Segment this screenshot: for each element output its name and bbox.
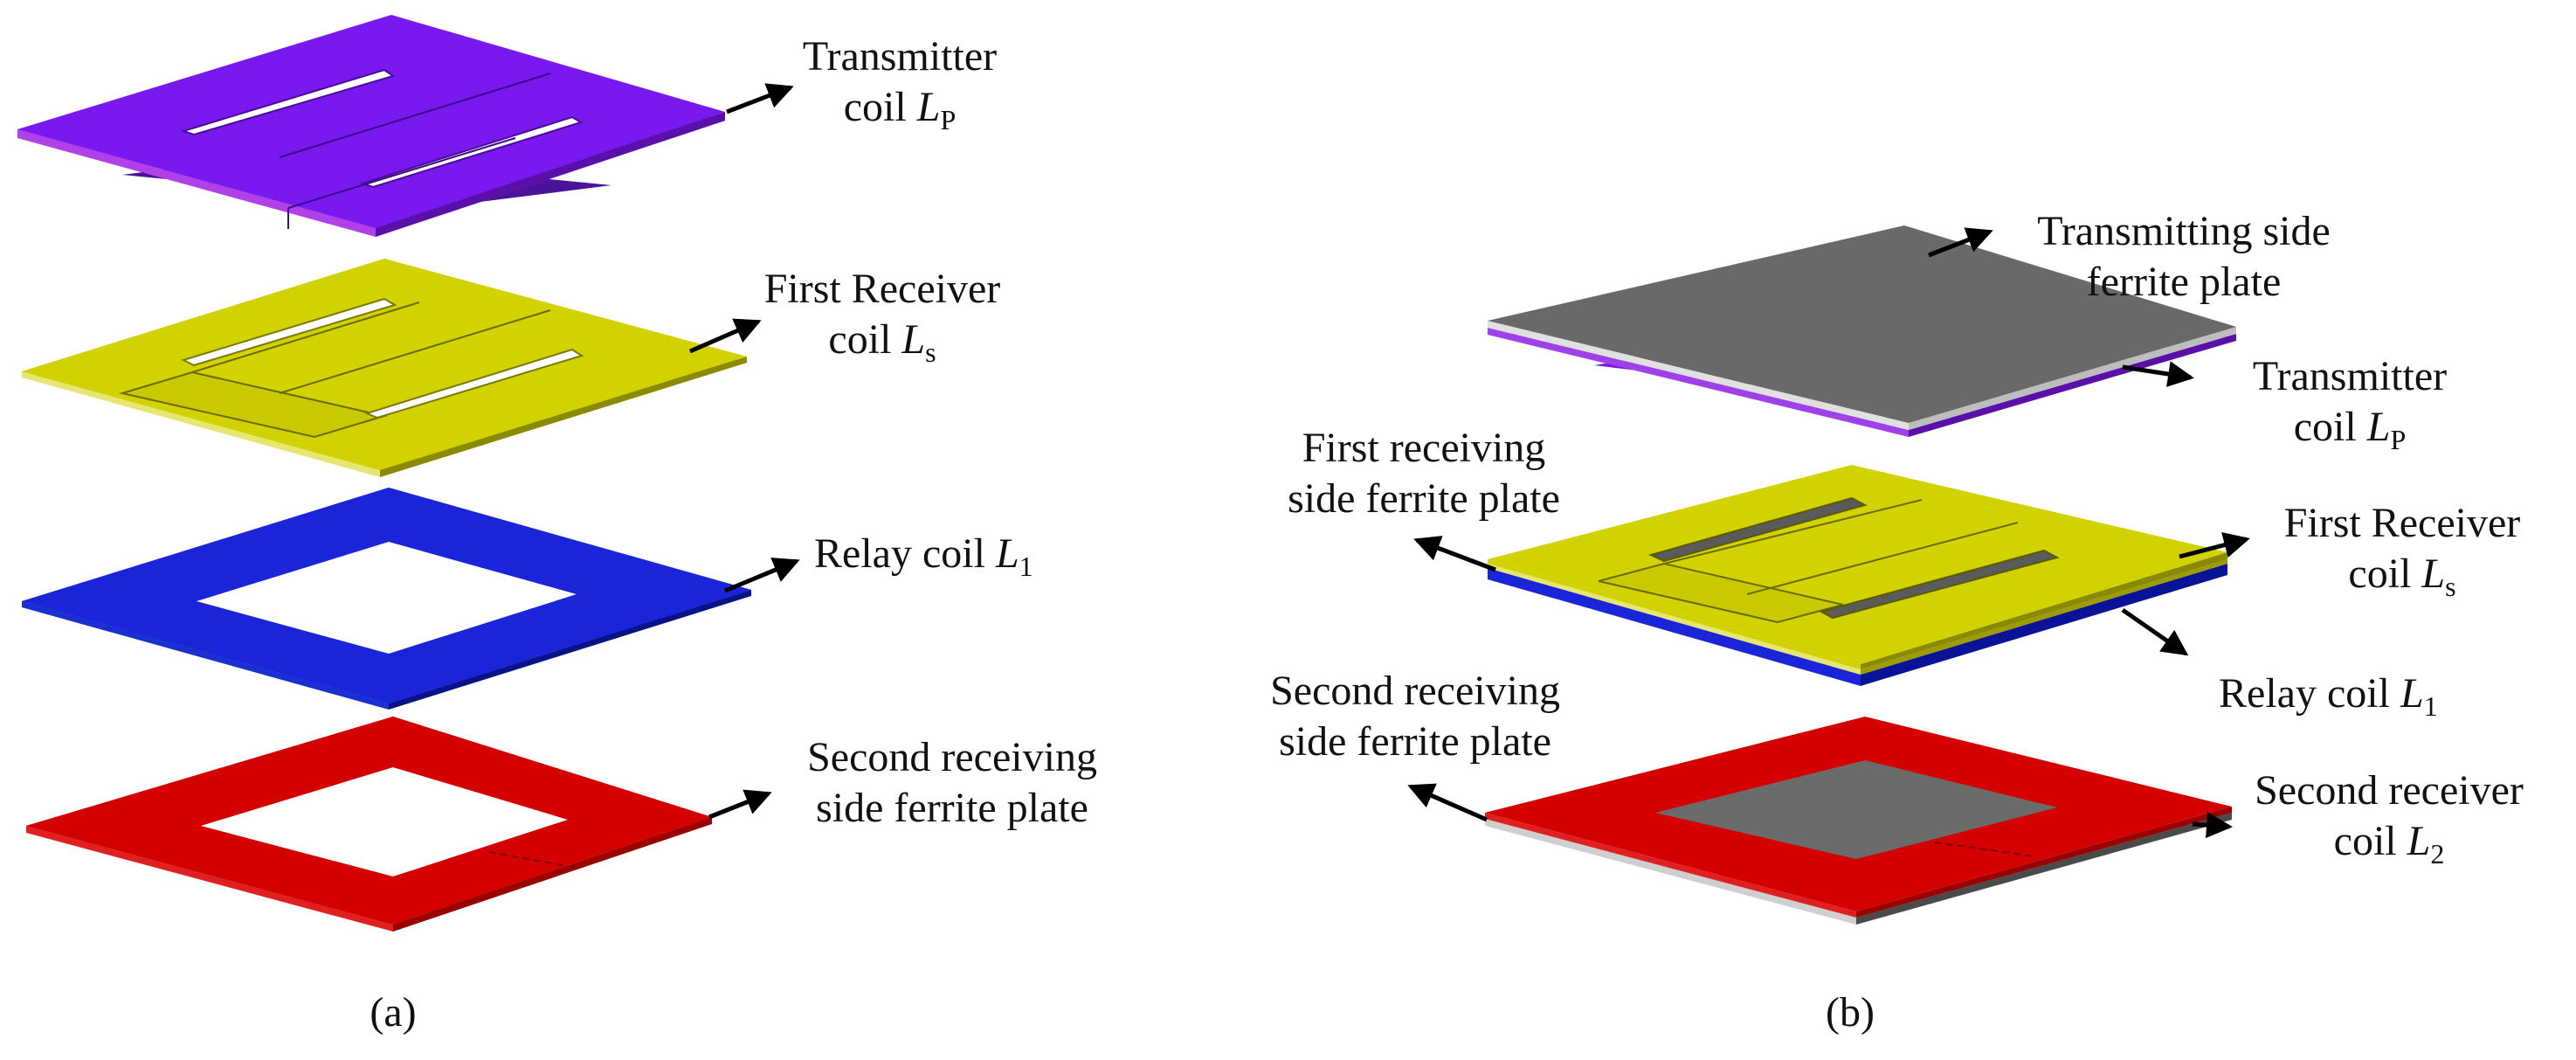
label-line-2: side ferrite plate (1288, 475, 1560, 522)
transmitter-assembly-b (1488, 225, 2236, 437)
label-symbol: L (2421, 551, 2446, 597)
label-symbol: L (2407, 818, 2431, 864)
label-transmitter-coil-a: Transmitter coil LP (769, 31, 1031, 145)
label-symbol: L (2400, 670, 2424, 717)
label-second-ferrite-plate-b: Second receiving side ferrite plate (1227, 666, 1603, 767)
label-subscript: s (925, 336, 936, 368)
label-line-2: ferrite plate (2086, 259, 2282, 305)
label-symbol: L (901, 316, 926, 363)
label-word: coil (2293, 404, 2357, 450)
label-symbol: L (995, 530, 1019, 577)
label-second-receiver-coil-b: Second receiver coil L2 (2210, 766, 2568, 879)
label-line-2: coil L2 (2210, 816, 2568, 879)
label-first-ferrite-plate-b: First receiving side ferrite plate (1240, 423, 1607, 524)
label-word: Relay coil (814, 530, 985, 577)
label-first-receiver-coil-a: First Receiver coil Ls (742, 264, 1022, 378)
label-line-1: Transmitter (2252, 353, 2448, 399)
label-word: coil (2348, 551, 2412, 597)
panel-b-caption: (b) (1826, 989, 1875, 1036)
label-line-2: coil LP (2219, 402, 2481, 465)
label-first-receiver-coil-b: First Receiver coil Ls (2245, 498, 2559, 612)
first-receiver-coil-a (22, 259, 747, 477)
panel-b (1407, 225, 2250, 925)
label-subscript: 1 (2423, 690, 2438, 722)
label-word: coil (2333, 818, 2397, 864)
relay-coil-a (22, 488, 751, 710)
panel-a-caption: (a) (369, 989, 417, 1036)
label-word: Relay coil (2219, 670, 2390, 717)
transmitter-coil-a (17, 15, 725, 237)
second-receiver-assembly-b (1485, 717, 2232, 925)
label-line-2: coil Ls (742, 315, 1022, 378)
panel-a (17, 15, 800, 932)
label-relay-coil-b: Relay coil L1 (2219, 669, 2438, 731)
label-line-2: coil LP (769, 82, 1031, 145)
leader-arrows-b (1407, 227, 2250, 839)
receiver-assembly-b (1488, 465, 2227, 686)
label-line-2: coil Ls (2245, 549, 2559, 612)
label-line-1: Second receiving (807, 734, 1097, 780)
label-line-2: side ferrite plate (816, 785, 1088, 831)
second-ferrite-plate-a (26, 717, 712, 932)
label-line-1: First Receiver (2283, 500, 2521, 546)
label-subscript: s (2445, 571, 2456, 602)
label-subscript: 2 (2430, 838, 2445, 869)
label-transmitting-ferrite-plate-b: Transmitting side ferrite plate (1983, 206, 2385, 308)
label-subscript: 1 (1019, 551, 1033, 582)
label-line-1: Transmitting side (2037, 208, 2331, 254)
label-subscript: P (940, 104, 957, 135)
label-line-1: First Receiver (763, 266, 1001, 312)
label-symbol: L (916, 84, 941, 130)
label-symbol: L (2366, 404, 2391, 450)
label-second-ferrite-plate-a: Second receiving side ferrite plate (769, 732, 1136, 834)
leader-arrows-a (689, 83, 800, 820)
label-word: coil (828, 316, 892, 363)
label-line-1: First receiving (1302, 425, 1546, 471)
label-line-1: Transmitter (802, 33, 998, 80)
label-line-2: side ferrite plate (1279, 718, 1551, 765)
label-line-1: Second receiver (2255, 767, 2524, 814)
label-subscript: P (2390, 424, 2407, 455)
label-line-1: Second receiving (1270, 668, 1560, 714)
label-transmitter-coil-b: Transmitter coil LP (2219, 351, 2481, 465)
label-word: coil (843, 84, 907, 130)
label-relay-coil-a: Relay coil L1 (814, 529, 1033, 592)
